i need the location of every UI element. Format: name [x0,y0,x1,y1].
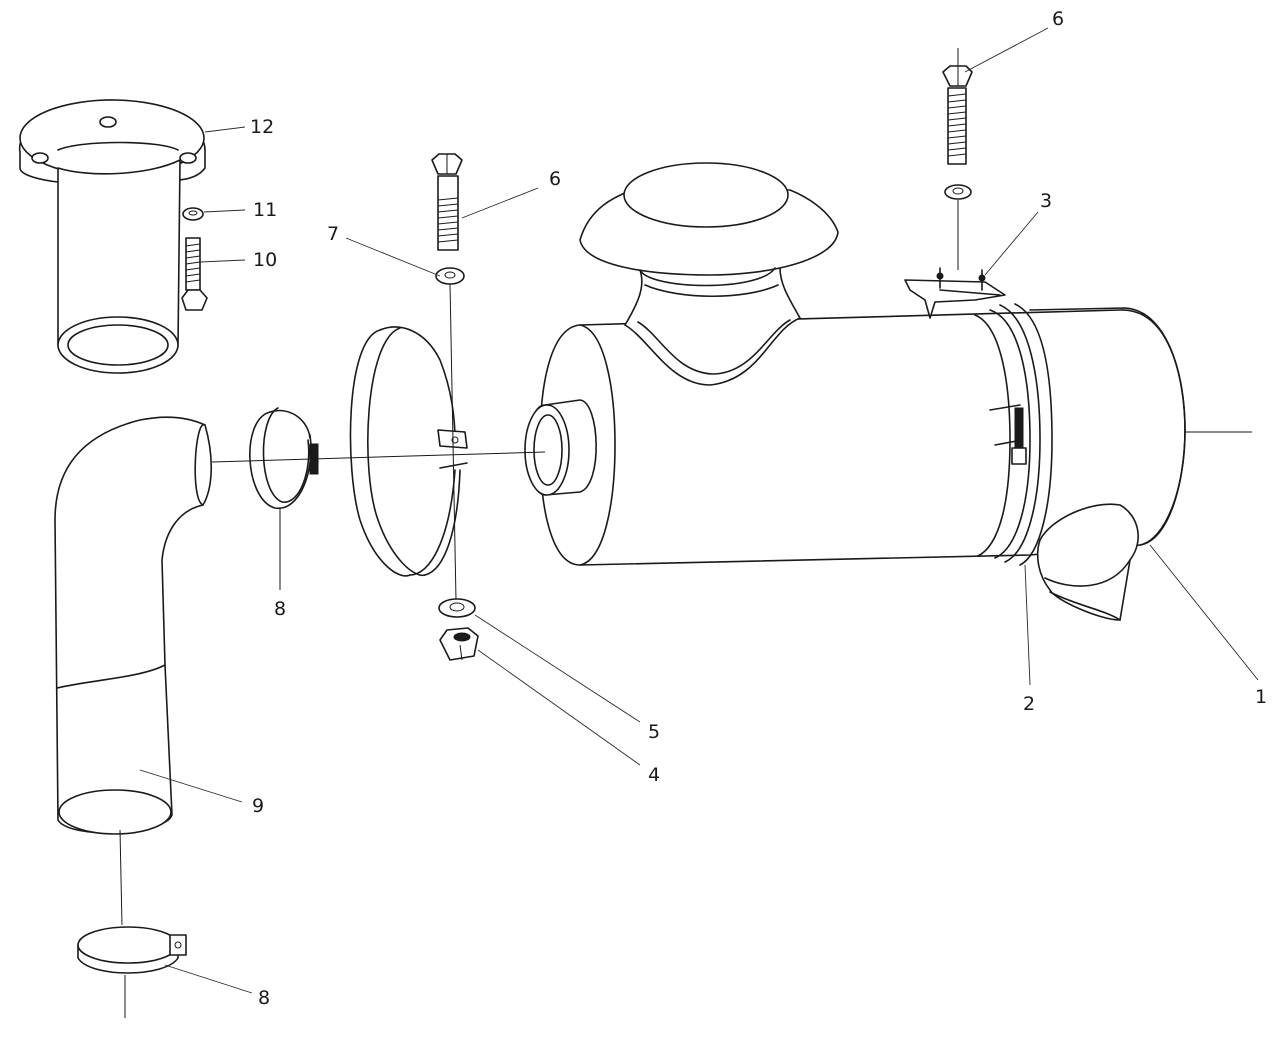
bolt-6-centre [431,153,465,601]
callout-3: 3 [1040,190,1052,212]
hose-clamp-8-lower [77,926,187,1018]
callout-4: 4 [648,764,660,786]
callout-6-centre: 6 [549,168,561,190]
mounting-bracket [904,267,1006,319]
elbow-pipe [54,416,213,926]
hose-clamp-8-upper [249,407,319,590]
intake-tube [524,399,597,496]
dust-valve [1036,503,1139,621]
callout-9: 9 [252,795,264,817]
callout-8-lower: 8 [258,987,270,1009]
leader-lines [139,27,1259,994]
washer-11 [182,207,204,221]
washer-5 [438,598,476,618]
callout-12: 12 [250,116,274,138]
centre-axis [211,451,546,463]
callout-11: 11 [253,199,277,221]
callout-5: 5 [648,721,660,743]
callout-2: 2 [1023,693,1035,715]
callout-6-top: 6 [1052,8,1064,30]
clamp-band-large [349,326,468,577]
callout-8-upper: 8 [274,598,286,620]
flanged-tube [18,99,206,374]
callout-10: 10 [253,249,277,271]
rain-cap [579,162,839,386]
callout-1: 1 [1255,686,1267,708]
callout-7: 7 [327,223,339,245]
bolt-10 [181,237,208,311]
nut-4 [439,627,479,661]
bolt-6-top [942,48,973,270]
